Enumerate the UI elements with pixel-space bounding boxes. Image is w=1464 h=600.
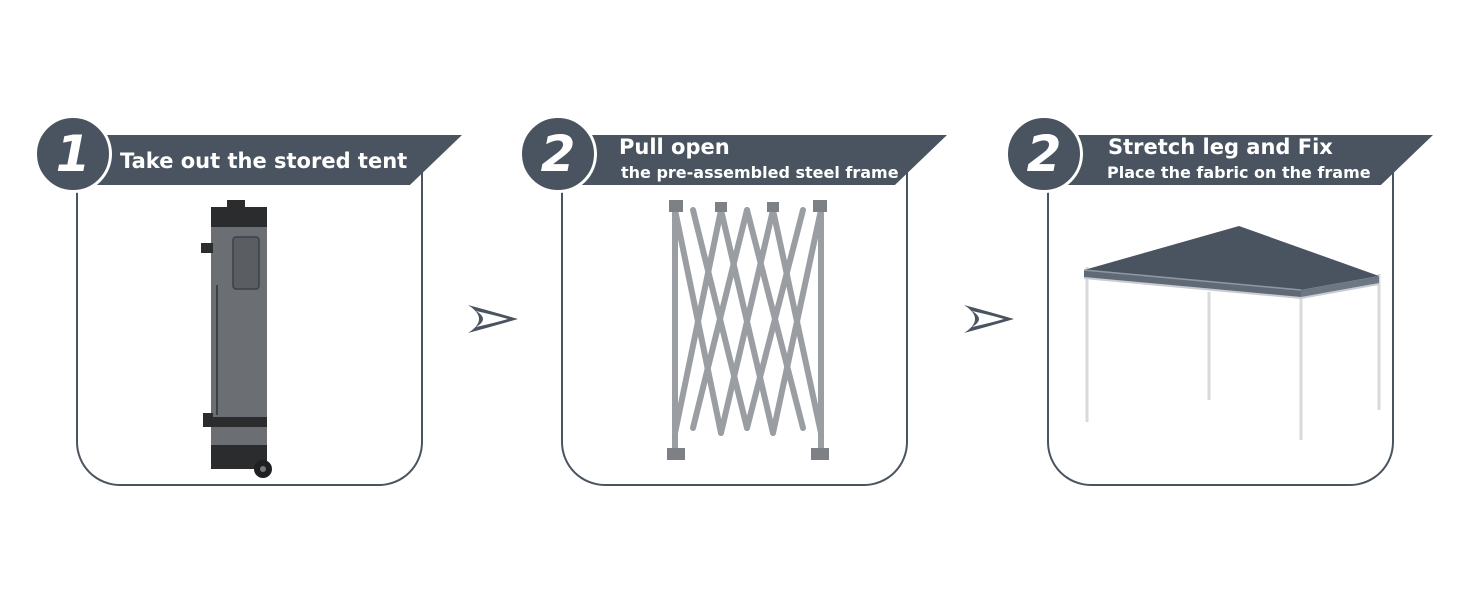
- step-3: 2 Stretch leg and Fix Place the fabric o…: [1001, 0, 1441, 600]
- step-1-panel: [76, 170, 423, 486]
- step-3-subtitle: Place the fabric on the frame: [1107, 163, 1371, 182]
- step-3-panel: [1047, 170, 1394, 486]
- folded-steel-frame-icon: [667, 200, 829, 460]
- step-2-badge: 2: [519, 115, 597, 193]
- step-3-banner: [1061, 135, 1433, 185]
- step-number: 1: [55, 125, 91, 183]
- step-2-subtitle: the pre-assembled steel frame: [621, 163, 899, 182]
- step-2: 2 Pull open the pre-assembled steel fram…: [515, 0, 955, 600]
- step-1-badge: 1: [34, 115, 112, 193]
- step-number: 2: [540, 125, 576, 183]
- step-2-panel: [561, 170, 908, 486]
- step-number: 2: [1026, 125, 1062, 183]
- step-1-title: Take out the stored tent: [120, 149, 408, 173]
- step-1-banner: [90, 135, 462, 185]
- step-3-badge: 2: [1005, 115, 1083, 193]
- rolling-tent-bag-icon: [201, 200, 272, 478]
- chevron-right-arrow-icon: [468, 305, 518, 333]
- step-2-title: Pull open: [619, 135, 730, 159]
- chevron-right-arrow-icon: [964, 305, 1014, 333]
- step-2-banner: [575, 135, 947, 185]
- canopy-tent-icon: [1083, 226, 1381, 440]
- step-3-title: Stretch leg and Fix: [1108, 135, 1333, 159]
- step-1: 1 Take out the stored tent: [30, 0, 470, 600]
